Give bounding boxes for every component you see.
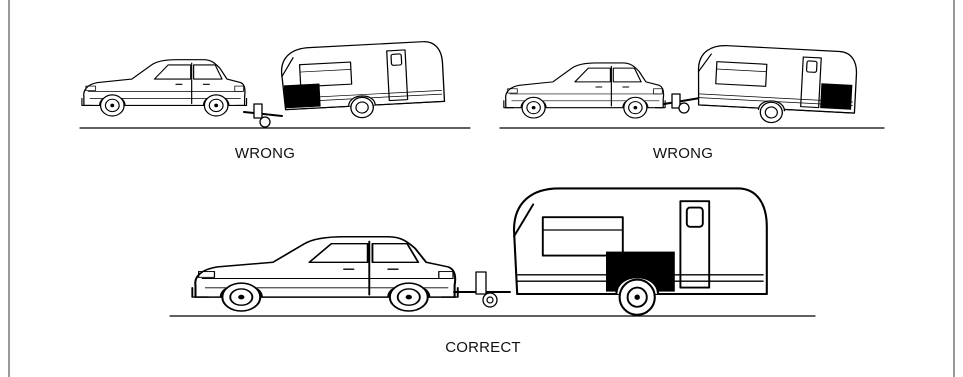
caption-wrong-right: WRONG: [653, 145, 713, 162]
caption-wrong-left: WRONG: [235, 145, 295, 162]
car-wrong-right: [504, 63, 665, 118]
load-block: [821, 84, 852, 109]
car-wrong-left: [82, 60, 247, 116]
caption-correct: CORRECT: [445, 339, 521, 356]
caravan-correct: [514, 188, 767, 314]
caravan-wrong-right: [696, 44, 858, 127]
load-block: [284, 84, 320, 108]
wrong-left-scene: [80, 41, 470, 128]
caravan-wrong-left: [280, 41, 445, 122]
tow-hitch-wrong-left: [244, 104, 282, 127]
tow-hitch-correct: [454, 272, 510, 307]
car-correct: [192, 237, 457, 311]
wrong-right-scene: [500, 44, 884, 128]
correct-scene: [170, 188, 815, 316]
tow-hitch-wrong-right: [664, 94, 700, 113]
